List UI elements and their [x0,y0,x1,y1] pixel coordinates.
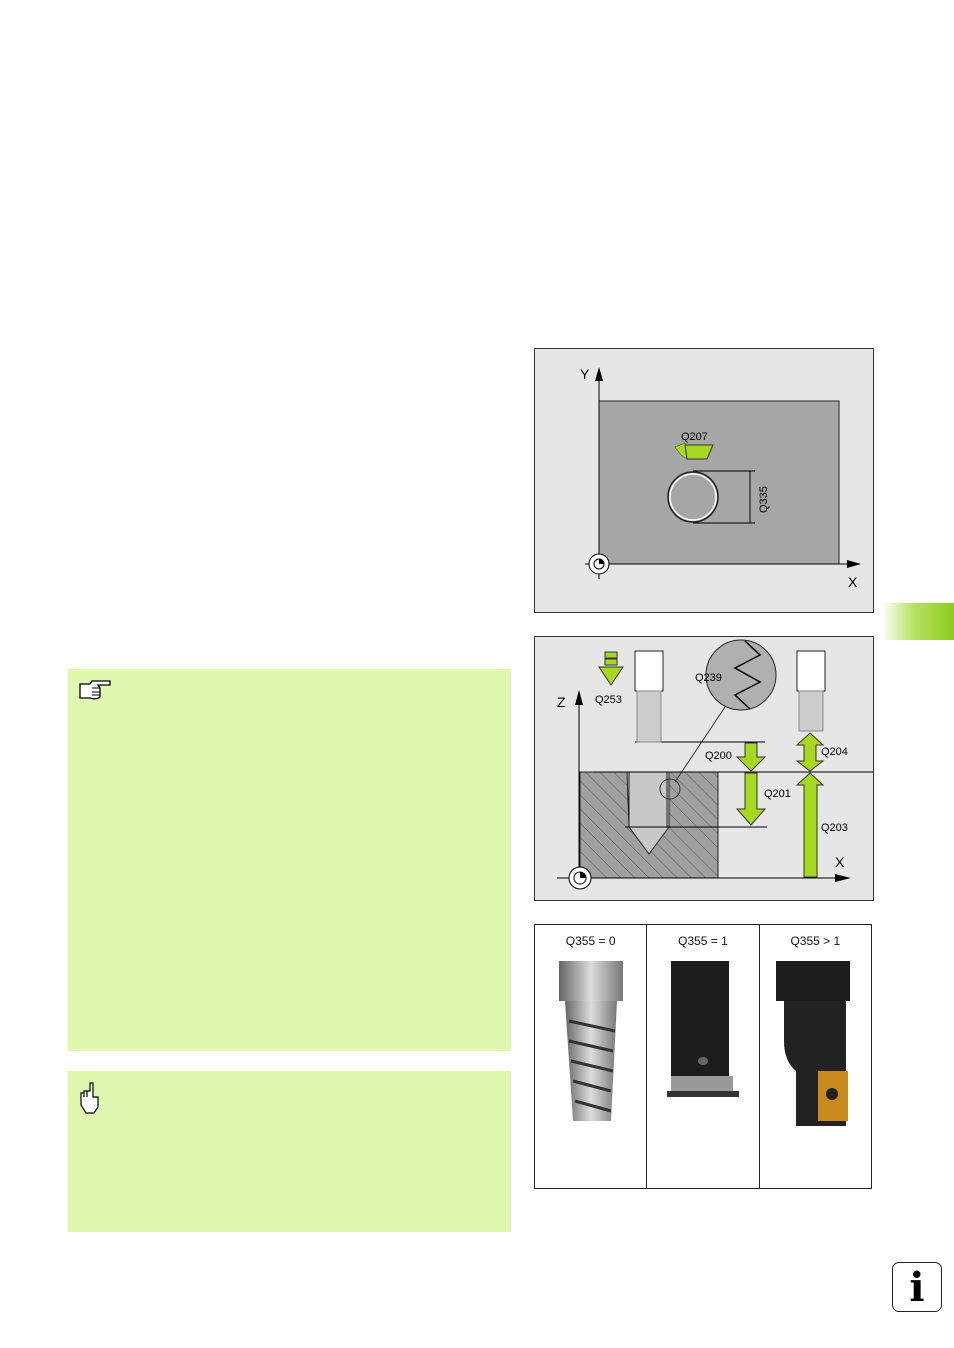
tool-photo-table: Q355 = 0 Q355 = 1 Q355 > 1 [534,924,872,1189]
label-q207: Q207 [681,431,708,443]
label-q335: Q335 [758,486,770,513]
thread-detail-circle [705,639,777,711]
label-q204: Q204 [821,746,848,758]
caption: Q355 = 1 [678,934,728,948]
feed-arrow-icon [598,666,624,686]
bore-circle [667,471,719,523]
figure-pocket-top-view: Y X Q335 Q207 [534,348,874,613]
label-q239: Q239 [695,672,722,684]
tap-tool-right [796,650,826,692]
multi-insert-tool-photo [775,961,850,1126]
caption: Q355 = 0 [565,934,616,948]
label-q200: Q200 [705,750,732,762]
photo-cell-q355-gt1: Q355 > 1 [760,925,871,1188]
chapter-tab [882,603,954,640]
single-insert-tool-photo [667,961,740,1097]
label-q201: Q201 [764,788,791,800]
note-box [68,669,511,1051]
photo-cell-q355-1: Q355 = 1 [647,925,760,1188]
workpiece [598,400,840,565]
caption: Q355 > 1 [790,934,841,948]
thread-mill-photo [559,961,623,1121]
axis-x-label: X [848,574,858,590]
tap-tool-left [634,650,664,692]
raised-hand-icon [80,1082,99,1114]
axis-y-label: Y [580,366,590,382]
photo-cell-q355-0: Q355 = 0 [535,925,648,1188]
figure-thread-side-view: Z X Q253 Q239 Q200 Q201 Q204 [534,636,874,901]
axis-z-label: Z [557,694,566,710]
figure1-drawing: Y X Q335 Q207 [580,366,861,590]
axis-x-label: X [835,854,845,870]
pointing-hand-icon [79,680,111,700]
rotation-arrow-icon [684,444,714,460]
info-button[interactable]: i [892,1262,942,1312]
caution-box [68,1071,511,1232]
label-q203: Q203 [821,822,848,834]
label-q253: Q253 [595,694,622,706]
figure2-drawing: Z X Q253 Q239 Q200 Q201 Q204 [557,639,873,890]
